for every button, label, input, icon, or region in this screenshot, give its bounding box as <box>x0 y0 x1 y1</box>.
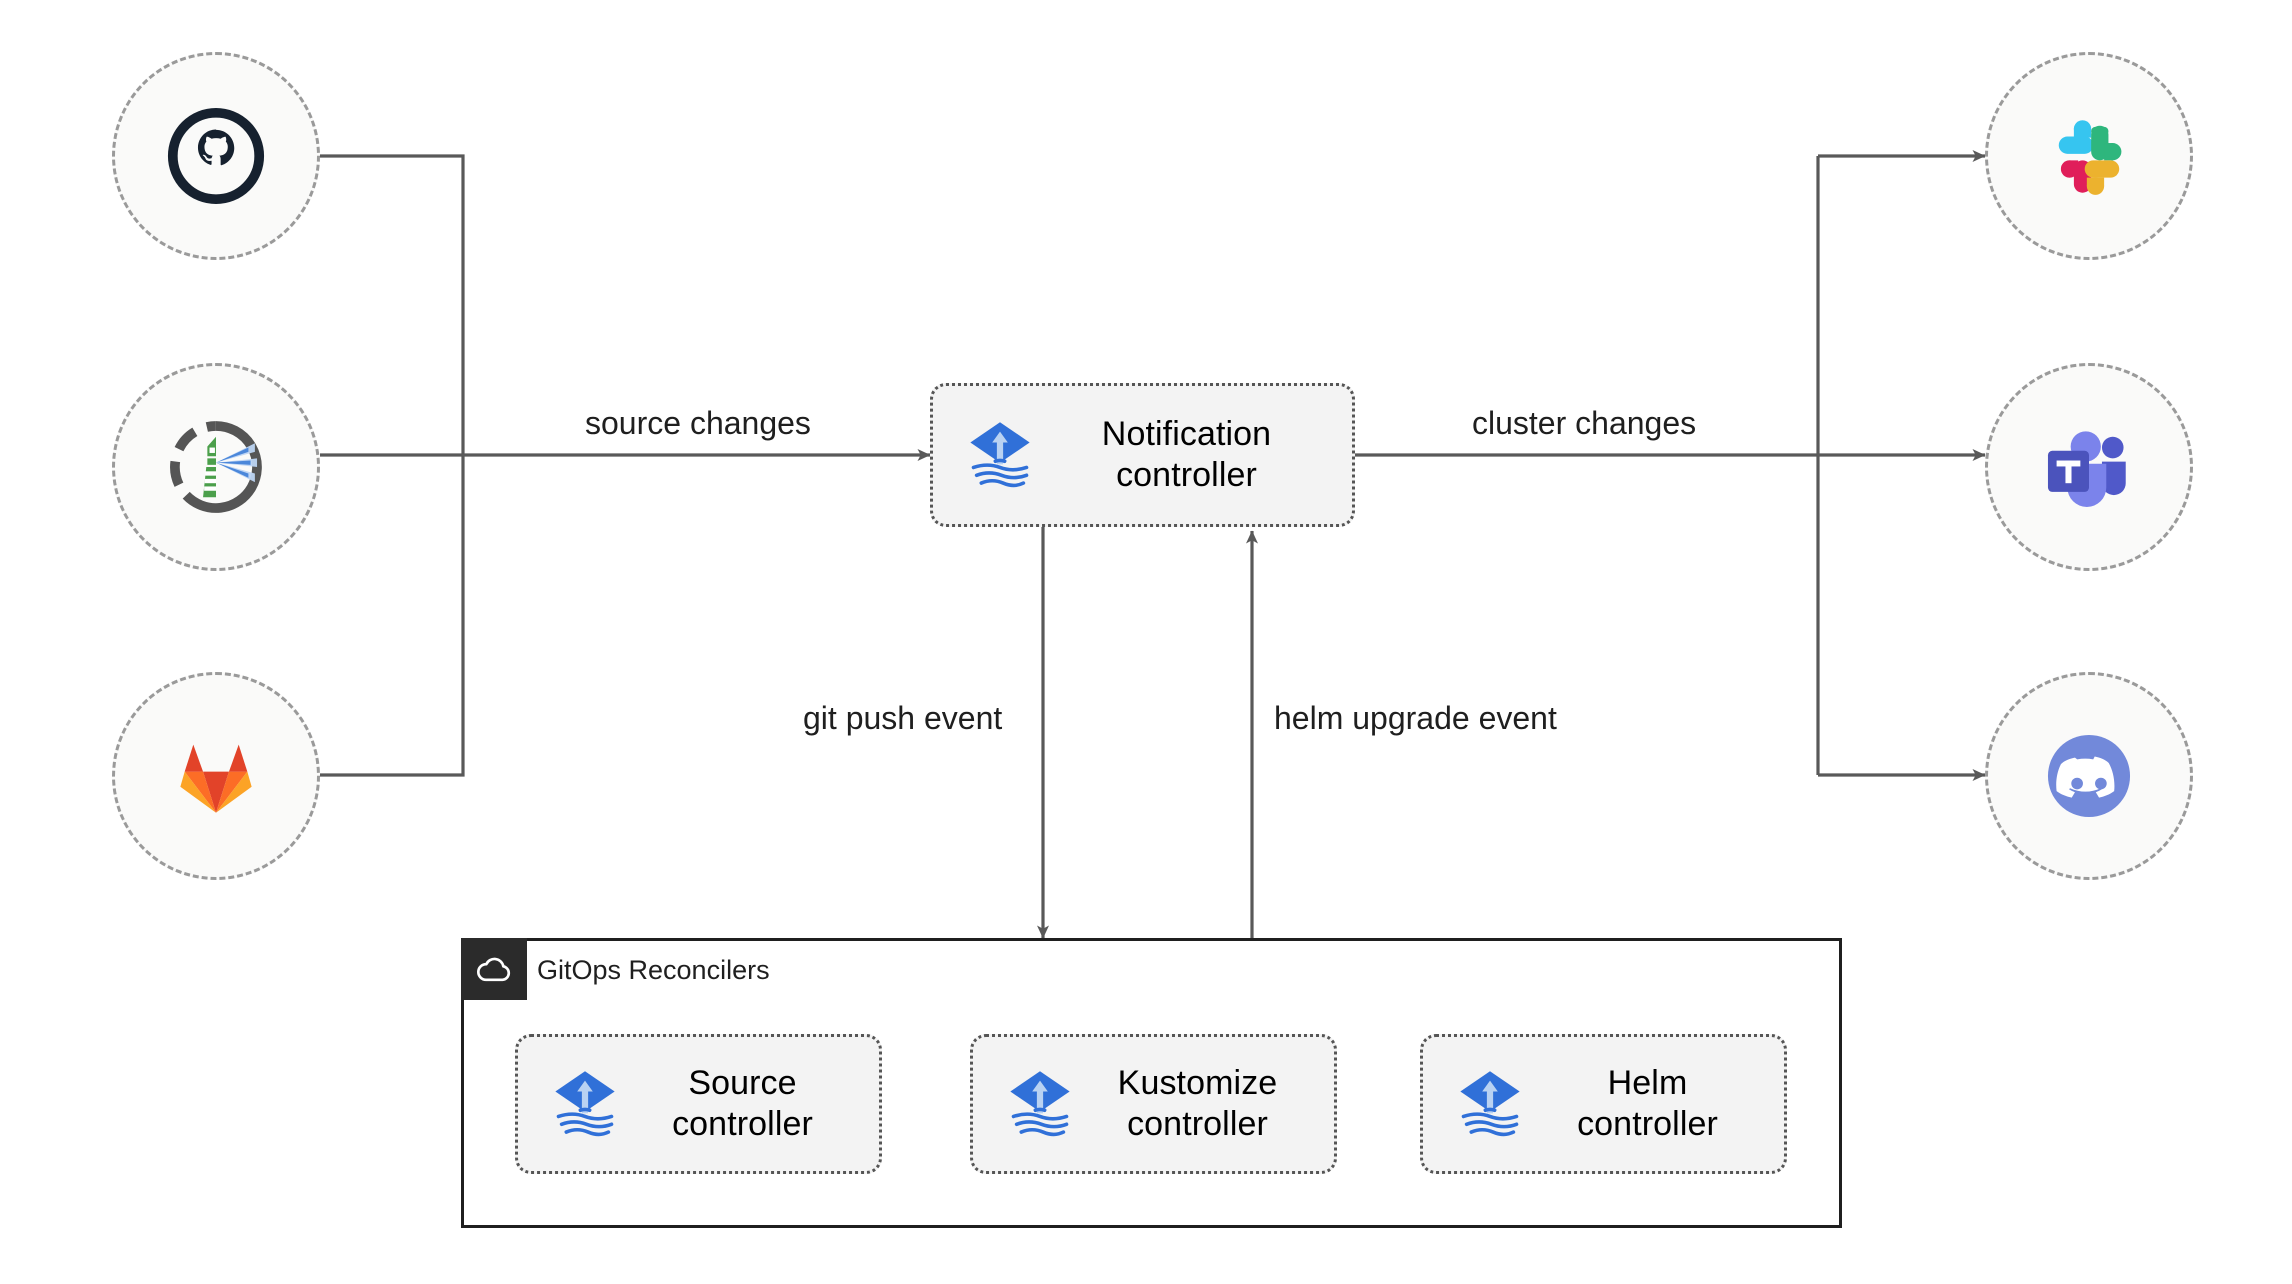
gitops-reconcilers-title: GitOps Reconcilers <box>537 955 770 985</box>
edge-github-to-bus <box>320 154 465 455</box>
edge-label-git-push-event: git push event <box>793 698 1013 739</box>
cloud-icon <box>477 957 511 982</box>
edge-label-source-changes: source changes <box>575 403 821 444</box>
slack-icon <box>2058 120 2122 195</box>
helm-controller-line2: controller <box>1577 1105 1718 1143</box>
source-controller-line1: Source <box>688 1063 797 1102</box>
discord-icon <box>2047 734 2131 818</box>
kustomize-controller-label: Kustomize controller <box>1079 1063 1334 1146</box>
destination-node-teams[interactable] <box>1985 363 2193 571</box>
gitlab-icon <box>180 744 252 813</box>
source-node-github[interactable] <box>112 52 320 260</box>
notification-controller-box[interactable]: Notification controller <box>930 383 1355 527</box>
github-icon <box>167 107 265 205</box>
kustomize-controller-line1: Kustomize <box>1117 1063 1278 1102</box>
destination-node-slack[interactable] <box>1985 52 2193 260</box>
destination-node-discord[interactable] <box>1985 672 2193 880</box>
edge-label-helm-upgrade-event: helm upgrade event <box>1264 698 1567 739</box>
helm-controller-line1: Helm <box>1607 1063 1688 1102</box>
source-node-flux-lighthouse[interactable] <box>112 363 320 571</box>
notification-controller-line1: Notification <box>1101 414 1272 453</box>
edge-label-cluster-changes: cluster changes <box>1462 403 1707 444</box>
helm-controller-label: Helm controller <box>1529 1063 1784 1146</box>
flux-icon <box>1460 1071 1520 1137</box>
flux-icon <box>970 422 1030 488</box>
notification-controller-line2: controller <box>1116 456 1257 494</box>
notification-controller-label: Notification controller <box>1039 414 1352 497</box>
source-controller-line2: controller <box>672 1105 813 1143</box>
gitops-reconcilers-tab <box>461 938 527 1000</box>
helm-controller-box[interactable]: Helm controller <box>1420 1034 1787 1174</box>
flux-icon <box>555 1071 615 1137</box>
edge-gitlab-to-bus <box>320 455 465 777</box>
source-node-gitlab[interactable] <box>112 672 320 880</box>
kustomize-controller-line2: controller <box>1127 1105 1268 1143</box>
microsoft-teams-icon <box>2047 431 2126 507</box>
source-controller-box[interactable]: Source controller <box>515 1034 882 1174</box>
source-controller-label: Source controller <box>624 1063 879 1146</box>
kustomize-controller-box[interactable]: Kustomize controller <box>970 1034 1337 1174</box>
flux-lighthouse-icon <box>170 421 262 513</box>
flux-icon <box>1010 1071 1070 1137</box>
